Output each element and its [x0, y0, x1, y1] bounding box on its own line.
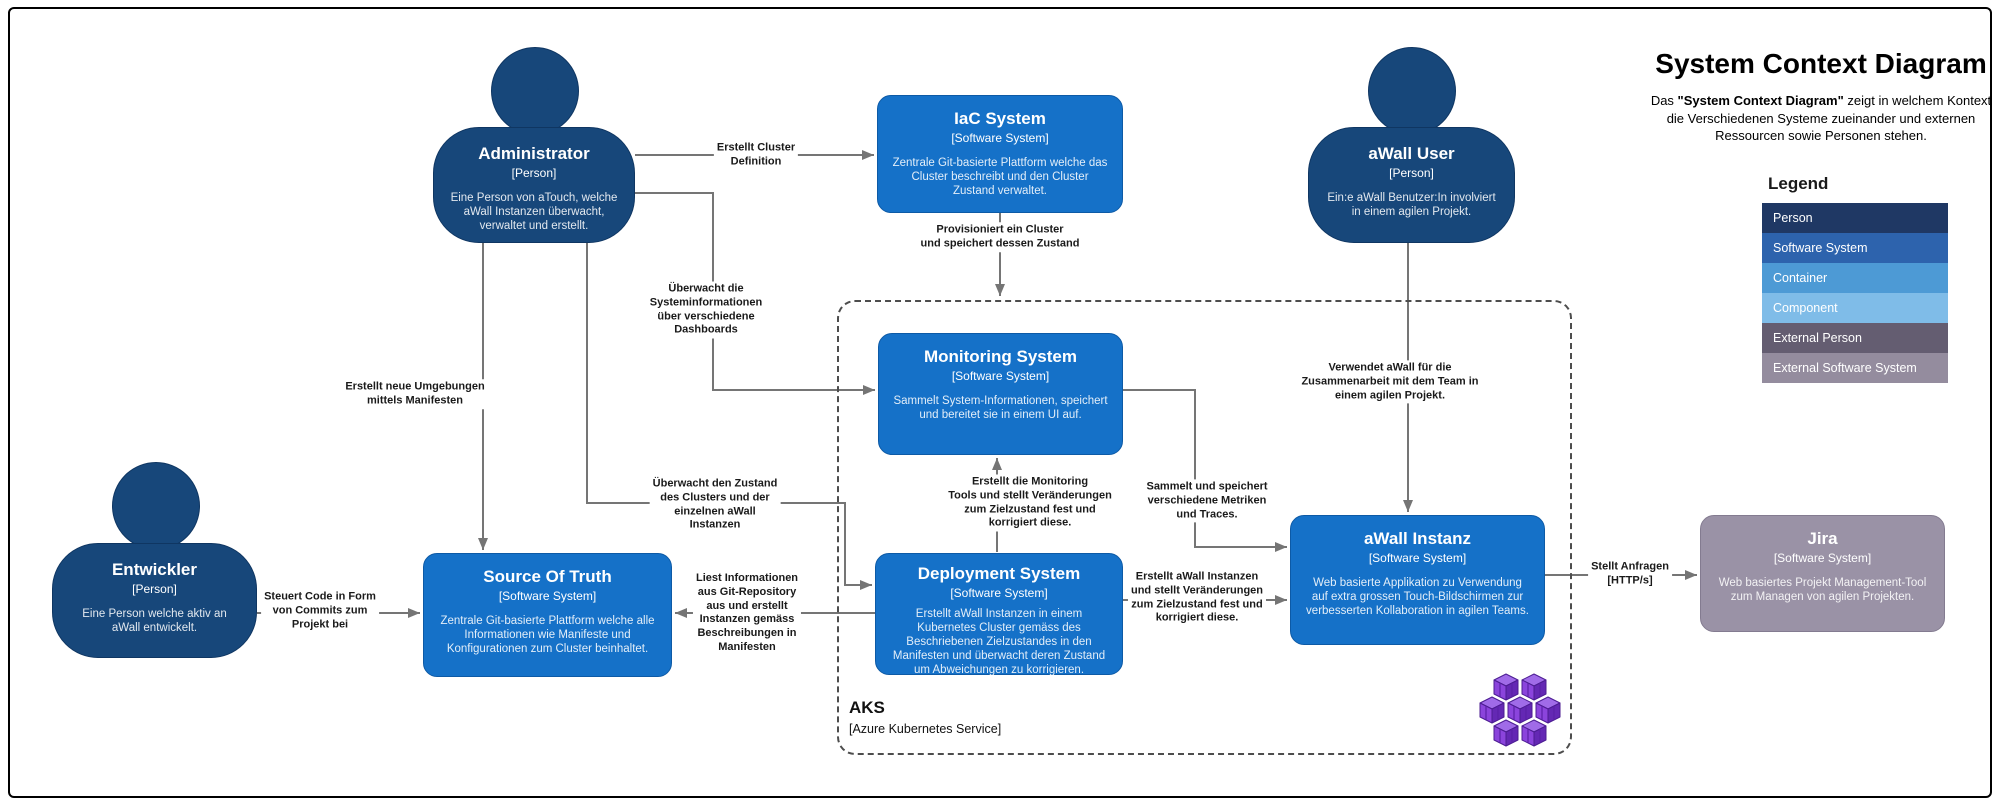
edge-label-liest-informationen: Liest Informationen aus Git-Repository a…: [692, 570, 802, 656]
edge-label-erstellt-awall-instanzen: Erstellt aWall Instanzen und stellt Verä…: [1127, 569, 1267, 627]
canvas-border: [8, 7, 1992, 798]
node-title: Monitoring System: [923, 347, 1077, 366]
legend-item-person: Person: [1762, 203, 1948, 233]
edge-label-erstellt-umgebungen: Erstellt neue Umgebungen mittels Manifes…: [342, 379, 488, 409]
node-type: [Software System]: [950, 586, 1048, 601]
legend-heading: Legend: [1768, 174, 1829, 193]
node-iac-system: IaC System [Software System] Zentrale Gi…: [877, 95, 1123, 213]
node-title: Administrator: [478, 144, 590, 163]
node-entwickler: Entwickler [Person] Eine Person welche a…: [52, 543, 257, 658]
page-description-post: zeigt in welchem Kontext die Verschieden…: [1666, 93, 1992, 144]
edge-label-ueberwacht-zustand: Überwacht den Zustand des Clusters und d…: [649, 476, 781, 534]
node-desc: Eine Person welche aktiv an aWall entwic…: [82, 608, 227, 635]
edge-monitoring-awallinstanz: [1123, 389, 1287, 552]
edge-label-verwendet-awall: Verwendet aWall für die Zusammenarbeit m…: [1298, 360, 1482, 404]
page-title: System Context Diagram: [1655, 48, 1987, 79]
edge-label-erstellt-monitoring: Erstellt die Monitoring Tools und stellt…: [945, 474, 1115, 532]
node-title: aWall User: [1368, 144, 1455, 163]
edge-label-provisioniert-cluster: Provisioniert ein Cluster und speichert …: [917, 222, 1083, 252]
legend-item-component: Component: [1762, 293, 1948, 323]
node-title: Entwickler: [111, 560, 198, 579]
node-type: [Software System]: [1773, 551, 1872, 566]
node-desc: Sammelt System-Informationen, speichert …: [893, 395, 1108, 422]
legend-item-external-software-system: External Software System: [1762, 353, 1948, 383]
node-deployment-system: Deployment System [Software System] Erst…: [875, 553, 1123, 677]
node-type: [Software System]: [951, 369, 1050, 384]
edge-label-steuert-code: Steuert Code in Form von Commits zum Pro…: [261, 589, 379, 633]
edge-label-erstellt-cluster-definition: Erstellt Cluster Definition: [713, 140, 799, 170]
node-title: Deployment System: [917, 564, 1081, 583]
edge-administrator-deployment: [586, 243, 872, 590]
node-type: [Software System]: [951, 131, 1049, 146]
node-title: Jira: [1807, 529, 1838, 548]
node-jira: Jira [Software System] Web basiertes Pro…: [1700, 515, 1945, 632]
node-administrator: Administrator [Person] Eine Person von a…: [433, 127, 635, 243]
node-type: [Person]: [132, 582, 177, 597]
node-awall-instanz: aWall Instanz [Software System] Web basi…: [1290, 515, 1545, 645]
aks-boundary-title: AKS: [849, 698, 885, 717]
aks-boundary: [837, 300, 1572, 755]
edge-label-ueberwacht-sysinfo: Überwacht die Systeminformationen über v…: [646, 281, 766, 339]
node-desc: Eine Person von aTouch, welche aWall Ins…: [450, 192, 618, 233]
node-monitoring-system: Monitoring System [Software System] Samm…: [878, 333, 1123, 455]
node-awall-user: aWall User [Person] Ein:e aWall Benutzer…: [1308, 127, 1515, 243]
node-desc: Zentrale Git-basierte Plattform welche a…: [440, 615, 655, 656]
page-description-bold: "System Context Diagram": [1677, 93, 1844, 108]
page-description: Das "System Context Diagram" zeigt in we…: [1646, 92, 1996, 145]
aks-boundary-subtitle: [Azure Kubernetes Service]: [849, 722, 1002, 736]
node-source-of-truth: Source Of Truth [Software System] Zentra…: [423, 553, 672, 677]
node-desc: Ein:e aWall Benutzer:In involviert in ei…: [1327, 192, 1496, 219]
node-type: [Software System]: [1368, 551, 1467, 566]
person-head-icon: [112, 462, 200, 550]
person-head-icon: [1368, 47, 1456, 135]
node-desc: Erstellt aWall Instanzen in einem Kubern…: [892, 608, 1106, 677]
legend-item-software-system: Software System: [1762, 233, 1948, 263]
person-head-icon: [491, 47, 579, 135]
node-desc: Zentrale Git-basierte Plattform welche d…: [892, 157, 1108, 198]
edge-label-sammelt-metriken: Sammelt und speichert verschiedene Metri…: [1143, 479, 1271, 523]
node-desc: Web basiertes Projekt Management-Tool zu…: [1718, 577, 1927, 604]
node-type: [Software System]: [498, 589, 597, 604]
node-type: [Person]: [1389, 166, 1434, 181]
page-description-pre: Das: [1650, 93, 1678, 108]
legend-item-external-person: External Person: [1762, 323, 1948, 353]
node-title: aWall Instanz: [1363, 529, 1472, 548]
node-title: IaC System: [954, 109, 1046, 128]
edge-label-stellt-anfragen: Stellt Anfragen [HTTP/s]: [1588, 559, 1672, 589]
node-type: [Person]: [511, 166, 557, 181]
legend: Person Software System Container Compone…: [1762, 203, 1948, 383]
node-desc: Web basierte Applikation zu Verwendung a…: [1306, 577, 1529, 618]
legend-item-container: Container: [1762, 263, 1948, 293]
node-title: Source Of Truth: [483, 567, 612, 586]
